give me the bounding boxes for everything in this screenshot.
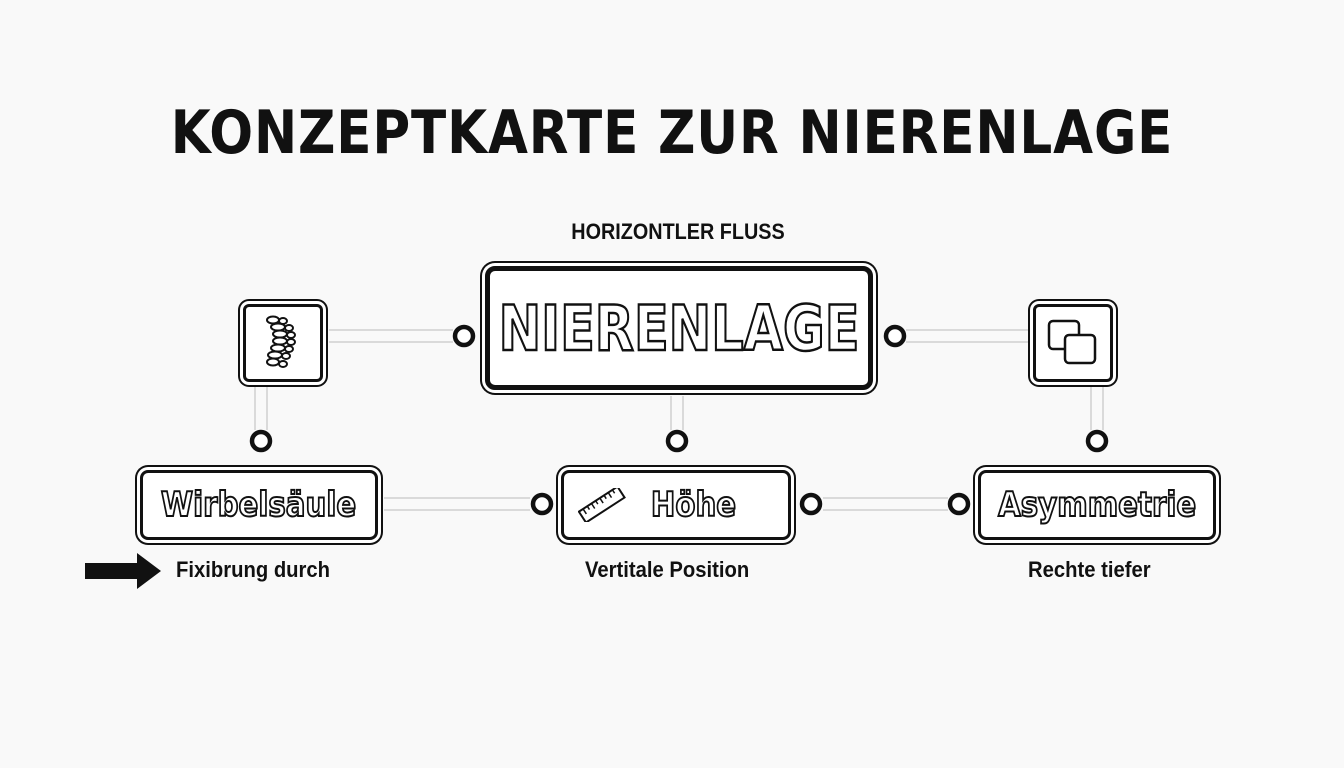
connector-node [665,429,689,453]
central-node: NIERENLAGE [485,266,873,390]
ruler-icon [578,488,626,522]
node-hoehe: Höhe [561,470,791,540]
node-asymmetrie-label: Asymmetrie [997,484,1197,526]
spine-node [243,304,323,382]
caption-wirbelsaeule: Fixibrung durch [176,557,331,582]
overlapping-squares-icon [1047,319,1097,365]
arrow-icon [85,553,161,589]
node-asymmetrie: Asymmetrie [978,470,1216,540]
flow-label: HORIZONTLER FLUSS [571,219,785,244]
caption-hoehe: Vertitale Position [585,557,750,582]
connector-node [249,429,273,453]
connector-node [452,324,476,348]
spine-icon [266,315,296,368]
node-wirbelsaeule-label: Wirbelsäule [160,484,357,526]
connector-node [799,492,823,516]
connector-node [530,492,554,516]
connector-node [883,324,907,348]
caption-asymmetrie: Rechte tiefer [1028,557,1151,582]
page-title: KONZEPTKARTE ZUR NIERENLAGE [170,98,1174,168]
node-hoehe-label: Höhe [650,484,737,526]
overlap-node [1033,304,1113,382]
connector-node [1085,429,1109,453]
central-node-label: NIERENLAGE [498,290,861,366]
node-wirbelsaeule: Wirbelsäule [140,470,378,540]
connector-node [947,492,971,516]
